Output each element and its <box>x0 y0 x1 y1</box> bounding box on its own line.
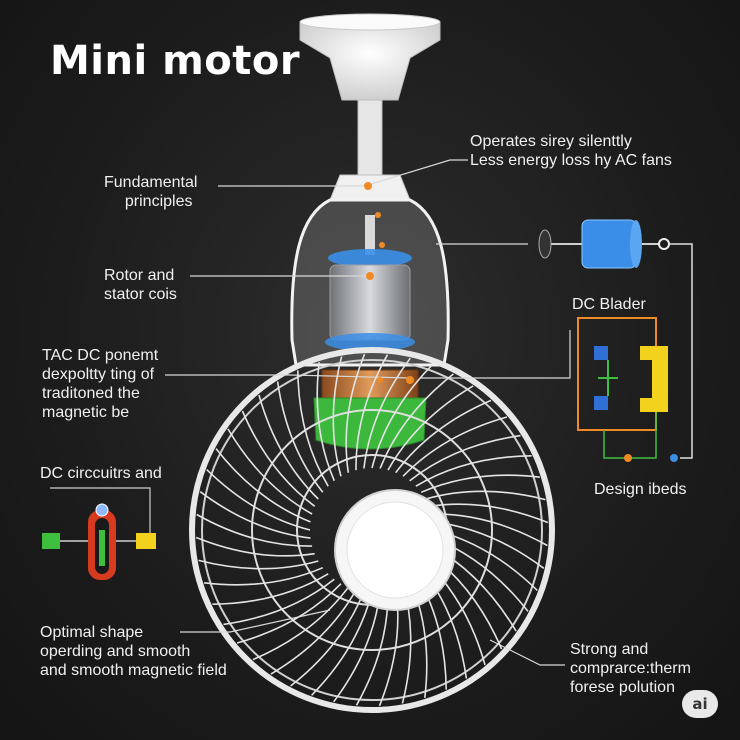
guard-spoke <box>409 434 521 482</box>
callout-lines <box>165 159 571 666</box>
guard-spoke <box>311 591 373 696</box>
guard-spoke <box>258 394 319 500</box>
label-design: Design ibeds <box>594 481 687 498</box>
guard-spoke <box>363 357 411 469</box>
ceiling-mount <box>299 13 441 201</box>
motor-assembly <box>313 215 427 450</box>
label-line: Fundamental <box>104 174 198 191</box>
label-line: dexpoltty ting of <box>42 366 155 383</box>
guard-spoke <box>276 381 324 493</box>
label-dc-circuit: DC circcuitrs and <box>40 465 162 482</box>
dc-motor-icon <box>538 219 693 459</box>
fan-hub <box>334 489 456 611</box>
guard-spoke <box>206 469 311 531</box>
guard-spoke <box>196 513 313 547</box>
label-optimal: Optimal shape operding and smooth and sm… <box>40 623 227 680</box>
dc-circuit-schematic <box>42 487 156 580</box>
label-operates: Operates sirey silenttly Less energy los… <box>470 132 672 170</box>
label-line: Operates sirey silenttly <box>470 133 632 150</box>
guard-spoke <box>227 428 313 515</box>
label-dc-bladder: DC Blader <box>572 296 646 313</box>
callout-dot <box>364 182 372 190</box>
label-line: Less energy loss hy AC fans <box>470 152 672 169</box>
guard-spoke <box>195 536 315 557</box>
label-line: Optimal shape <box>40 624 144 641</box>
callout-dot <box>377 377 383 383</box>
guard-spoke <box>395 399 492 474</box>
guard-spoke <box>241 410 316 507</box>
guard-spoke <box>415 455 532 487</box>
guard-spoke <box>252 586 349 661</box>
callout-dot <box>366 272 374 280</box>
guard-spoke <box>270 589 357 675</box>
label-line: comprarce:therm <box>570 660 691 677</box>
label-line: traditoned the <box>42 385 140 402</box>
label-line: TAC DC ponemt <box>42 347 159 364</box>
guard-spoke <box>420 474 540 494</box>
label-fundamental: Fundamental principles <box>104 173 197 211</box>
label-strong: Strong and comprarce:therm forese poluti… <box>570 640 691 697</box>
guard-spoke <box>223 578 335 626</box>
guard-spoke <box>402 416 508 477</box>
label-line: principles <box>124 193 193 210</box>
guard-spoke <box>355 354 389 471</box>
label-line: forese polution <box>570 679 675 696</box>
guard-spoke <box>290 591 365 687</box>
callout-dots <box>364 182 414 384</box>
guard-spoke <box>345 353 366 473</box>
page-title: Mini motor <box>50 38 301 84</box>
dc-bladder-schematic <box>577 317 678 462</box>
guard-spoke <box>316 362 336 482</box>
guard-spoke <box>297 370 329 487</box>
guard-spoke <box>379 373 454 469</box>
guard-spoke <box>387 385 474 471</box>
guard-spoke <box>431 513 548 547</box>
label-line: and smooth magnetic field <box>40 662 227 679</box>
guard-spoke <box>199 491 311 539</box>
label-tac: TAC DC ponemt dexpoltty ting of traditon… <box>42 346 158 422</box>
label-line: stator cois <box>104 286 177 303</box>
label-rotor: Rotor and stator cois <box>104 266 177 304</box>
guard-spoke <box>425 490 546 501</box>
guard-spoke <box>371 364 433 469</box>
label-line: Strong and <box>570 641 649 658</box>
ai-badge: ai <box>682 690 718 718</box>
guard-spoke <box>332 356 343 477</box>
guard-spoke <box>429 503 549 524</box>
callout-dot <box>406 376 414 384</box>
label-line: Rotor and <box>104 267 175 284</box>
guard-spoke <box>212 573 329 605</box>
guard-spoke <box>198 559 319 570</box>
guard-spoke <box>204 566 324 586</box>
guard-spoke <box>215 448 311 523</box>
label-line: magnetic be <box>42 404 130 421</box>
label-line: operding and smooth <box>40 643 191 660</box>
guard-spoke <box>236 583 342 644</box>
callout-dot <box>379 242 385 248</box>
callout-dot <box>375 212 381 218</box>
